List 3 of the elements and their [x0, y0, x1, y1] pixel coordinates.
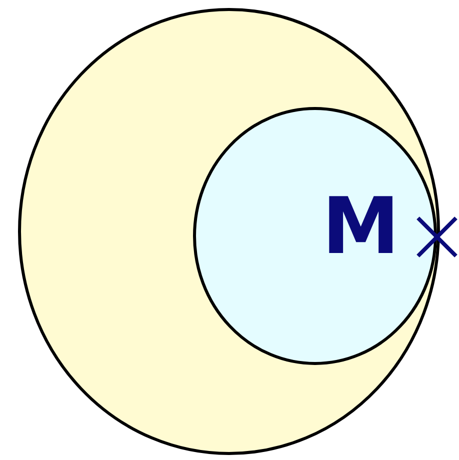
circle-shape [18, 8, 440, 455]
point-label: M [322, 188, 400, 266]
circle-shape [193, 107, 437, 365]
